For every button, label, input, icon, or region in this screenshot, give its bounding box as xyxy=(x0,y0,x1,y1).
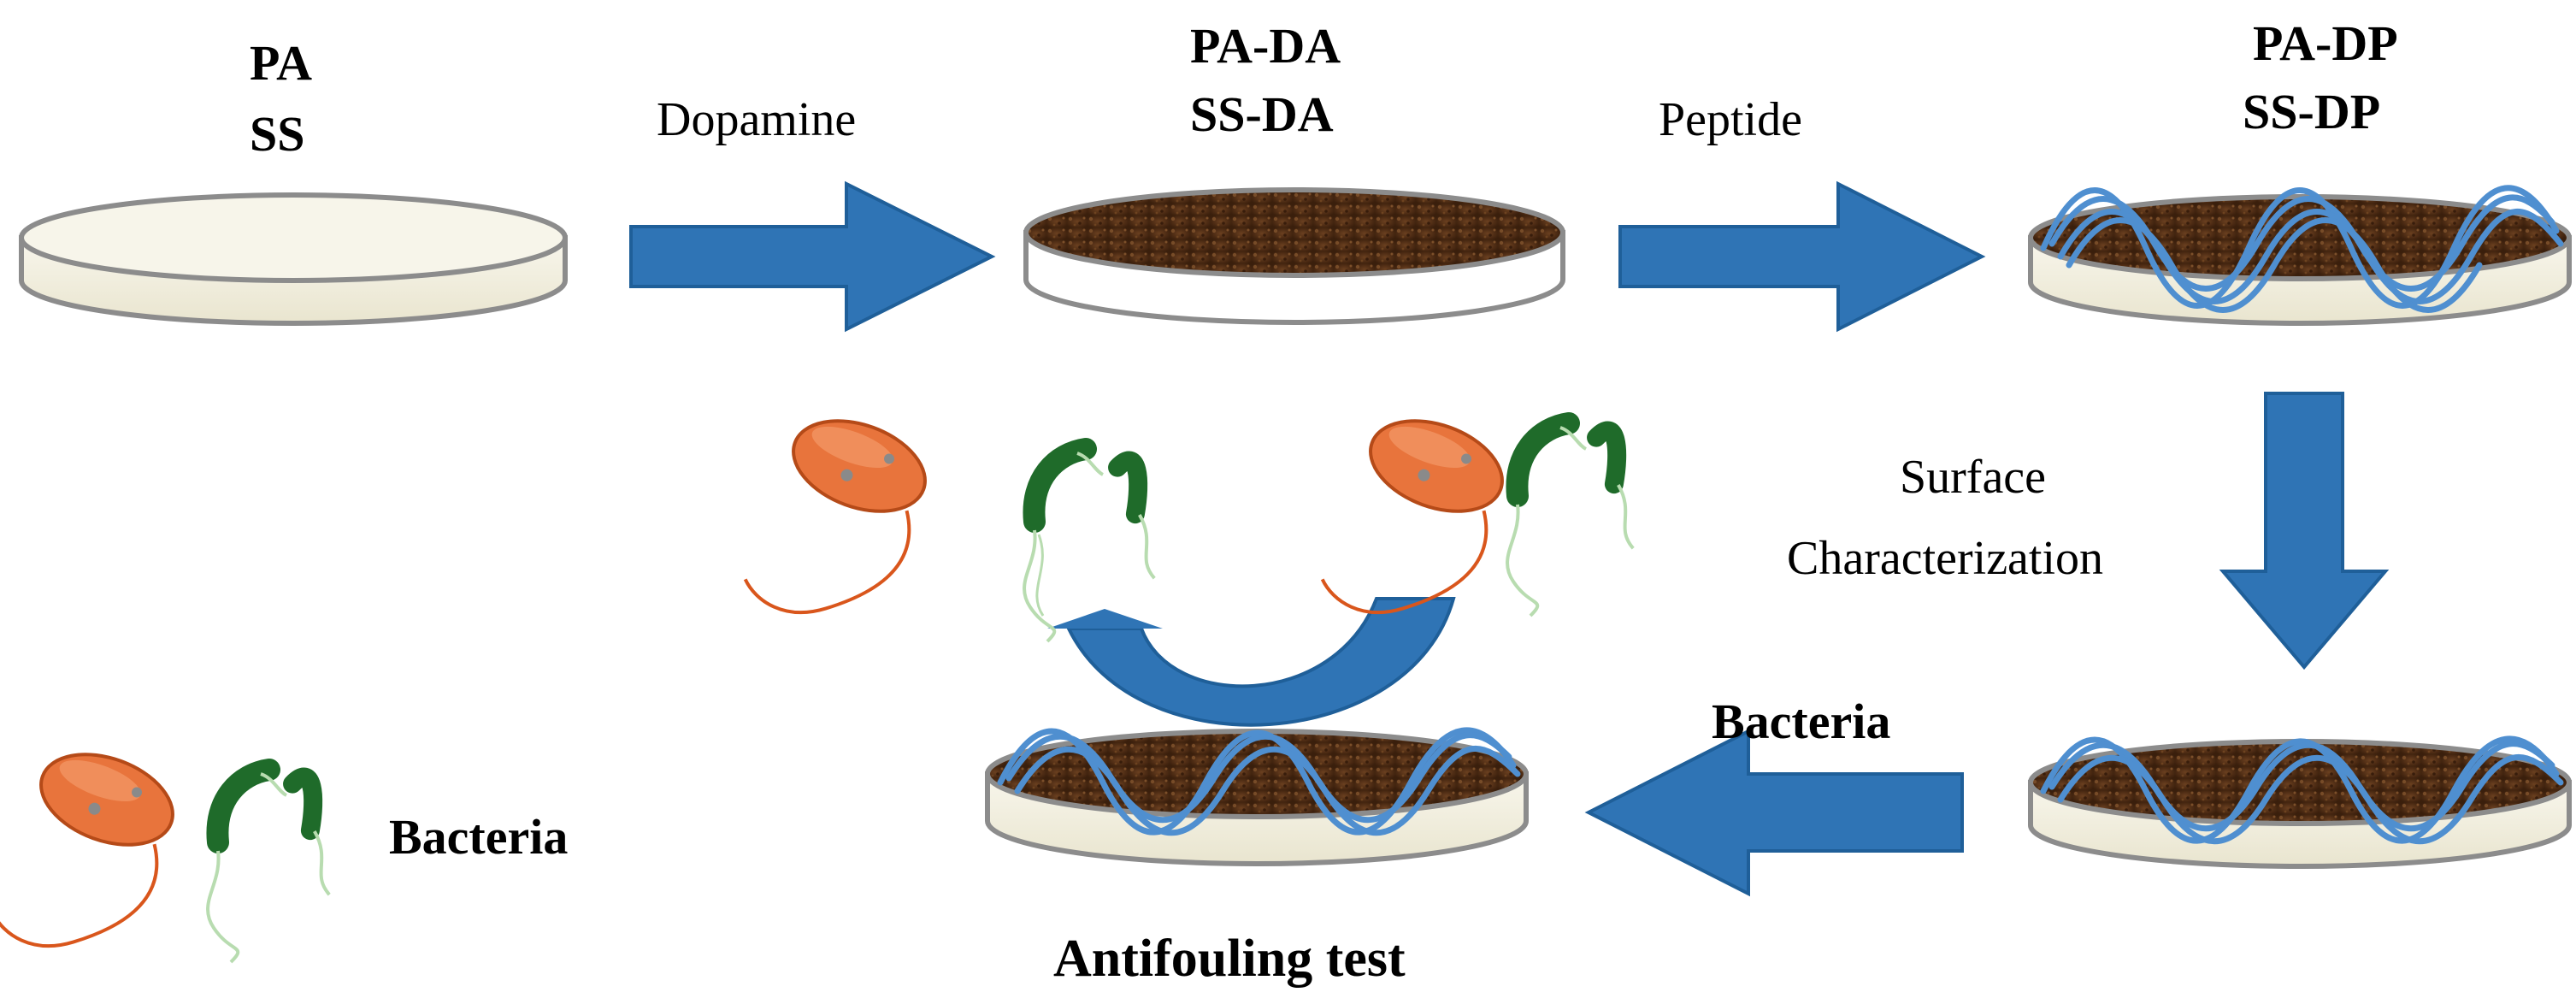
label-dp-pa: PA-DP xyxy=(2253,15,2398,71)
arrow-surface-characterization xyxy=(2219,392,2390,670)
bacterium-orange xyxy=(1320,419,1504,614)
bacterium-orange xyxy=(0,753,174,948)
peptide-waves xyxy=(2040,185,2564,313)
label-antifouling-test: Antifouling test xyxy=(1053,930,1406,988)
label-da-pa: PA-DA xyxy=(1190,18,1341,74)
arrow-repel-head xyxy=(1047,609,1163,629)
label-bare-ss: SS xyxy=(250,106,305,162)
dish-antifouling-test xyxy=(985,727,1529,866)
label-step-dopamine: Dopamine xyxy=(657,93,857,146)
bacteria-group-left xyxy=(743,419,1156,643)
bacterium-green xyxy=(206,759,288,964)
bacterium-green xyxy=(1506,412,1588,617)
dish-peptide-coated-test xyxy=(2028,735,2572,869)
label-bare-pa: PA xyxy=(250,35,313,91)
label-da-ss: SS-DA xyxy=(1190,86,1334,142)
label-dp-ss: SS-DP xyxy=(2243,84,2381,139)
arrow-bacteria xyxy=(1584,728,1964,897)
dish-dopamine-coated xyxy=(1023,187,1565,325)
bacterium-green xyxy=(283,767,331,896)
arrow-peptide xyxy=(1618,180,1986,333)
bacteria-group-right xyxy=(1320,412,1635,617)
dish-peptide-coated xyxy=(2028,185,2572,326)
peptide-waves xyxy=(2040,735,2564,845)
bacterium-green xyxy=(1587,421,1635,550)
bacterium-green xyxy=(1023,438,1105,643)
label-step-peptide: Peptide xyxy=(1659,93,1802,146)
legend-bacteria-label: Bacteria xyxy=(389,809,569,865)
label-step-characterization: Characterization xyxy=(1787,532,2104,585)
label-step-surface: Surface xyxy=(1900,451,2047,504)
bacterium-green xyxy=(1108,451,1156,580)
dish-bare xyxy=(19,192,568,326)
arrow-repel-curve xyxy=(1065,597,1456,727)
label-step-bacteria: Bacteria xyxy=(1712,694,1891,749)
arrow-dopamine xyxy=(629,180,996,333)
bacteria-legend-icon xyxy=(0,753,331,964)
bacterium-orange xyxy=(743,419,927,614)
peptide-waves xyxy=(997,727,1521,836)
